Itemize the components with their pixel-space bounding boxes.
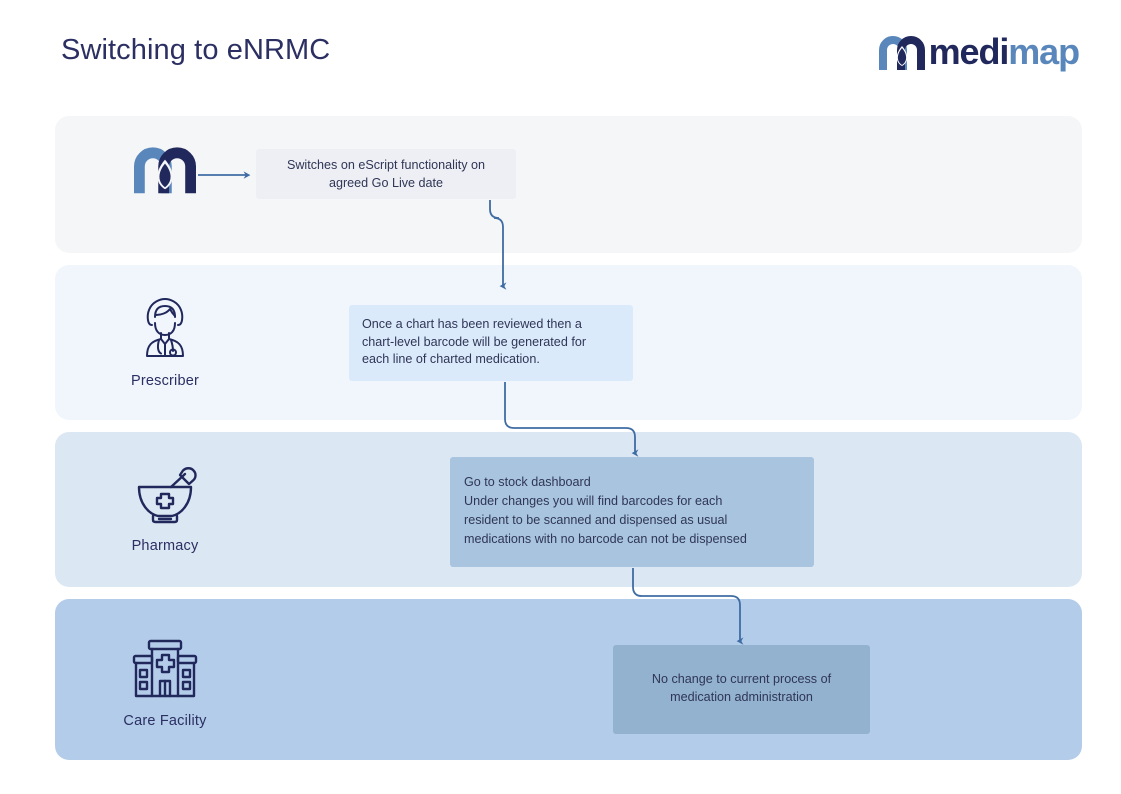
page-title: Switching to eNRMC	[61, 34, 331, 66]
message-box-carefacility: No change to current process of medicati…	[613, 645, 870, 734]
brand-logo: medimap	[878, 30, 1080, 74]
brand-name: medimap	[928, 31, 1080, 72]
message-line: No change to current process of	[651, 672, 832, 686]
mortar-and-pestle-icon	[131, 466, 199, 524]
message-line: agreed Go Live date	[328, 175, 444, 190]
message-line: chart-level barcode will be generated fo…	[362, 334, 587, 349]
message-box-prescriber: Once a chart has been reviewed then a ch…	[349, 305, 633, 381]
lane-label-pharmacy: Pharmacy	[131, 538, 199, 554]
message-line: medication administration	[670, 689, 813, 704]
lane-figure-prescriber: Prescriber	[55, 297, 275, 389]
lane-figure-carefacility: Care Facility	[55, 639, 275, 729]
page-header: Switching to eNRMC medimap	[0, 0, 1121, 110]
message-box-medimap: Switches on eScript functionality on agr…	[256, 149, 516, 199]
message-line: Once a chart has been reviewed then a	[362, 317, 582, 331]
medimap-logo-icon	[134, 142, 196, 196]
brand-name-medi: medi	[928, 31, 1010, 72]
message-line: Switches on eScript functionality on	[286, 158, 486, 172]
swimlane-carefacility: Care Facility	[55, 599, 1082, 760]
message-line: Under changes you will find barcodes for…	[464, 494, 723, 508]
lane-figure-medimap	[55, 142, 275, 210]
lane-label-carefacility: Care Facility	[123, 713, 207, 729]
brand-name-map: map	[1008, 31, 1080, 72]
swimlane-medimap	[55, 116, 1082, 253]
message-line: each line of charted medication.	[362, 352, 540, 366]
message-line: medications with no barcode can not be d…	[464, 532, 747, 546]
message-line: Go to stock dashboard	[464, 475, 591, 489]
message-box-pharmacy: Go to stock dashboard Under changes you …	[450, 457, 814, 567]
medimap-logo-icon	[878, 32, 925, 72]
message-line: resident to be scanned and dispensed as …	[464, 513, 728, 527]
prescriber-doctor-icon	[136, 297, 194, 359]
lane-label-prescriber: Prescriber	[130, 373, 200, 389]
lane-figure-pharmacy: Pharmacy	[55, 466, 275, 554]
hospital-building-icon	[132, 639, 198, 699]
